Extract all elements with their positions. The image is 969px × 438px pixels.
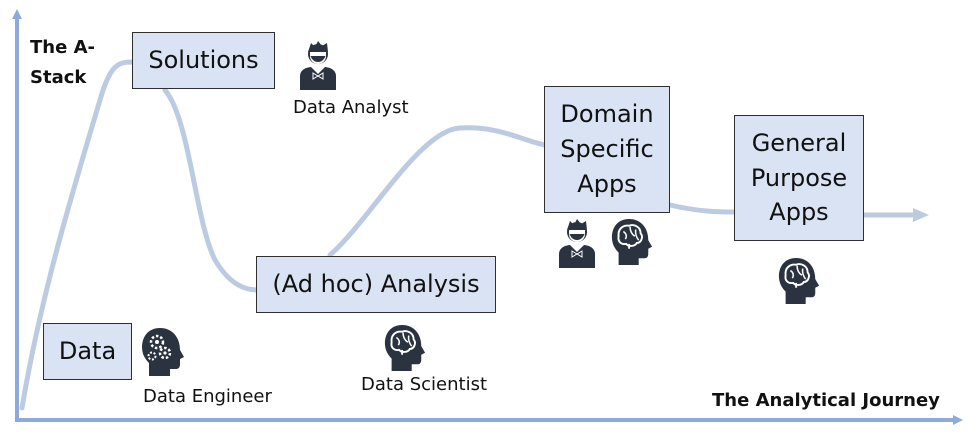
y-axis-label: The A-Stack	[30, 37, 95, 88]
x-axis-label: The Analytical Journey	[712, 390, 940, 411]
journey-curve	[19, 59, 923, 411]
person-bowtie-icon-domain	[559, 219, 595, 268]
brain-head-icon-domain	[611, 219, 653, 265]
brain-head-icon-general	[778, 258, 820, 304]
brain-head-icon	[384, 325, 426, 371]
role-label-data-scientist: Data Scientist	[361, 374, 487, 395]
person-bowtie-icon	[300, 41, 336, 90]
brain-gears-head-icon	[142, 328, 184, 376]
stage-box-solutions: Solutions	[132, 32, 275, 89]
stage-box-analysis: (Ad hoc) Analysis	[256, 256, 496, 313]
stage-box-domain-apps: Domain Specific Apps	[544, 86, 670, 213]
role-label-data-engineer: Data Engineer	[143, 386, 272, 407]
stage-box-general-apps: General Purpose Apps	[734, 115, 864, 241]
stage-box-data: Data	[43, 323, 132, 380]
role-label-data-analyst: Data Analyst	[293, 97, 409, 118]
